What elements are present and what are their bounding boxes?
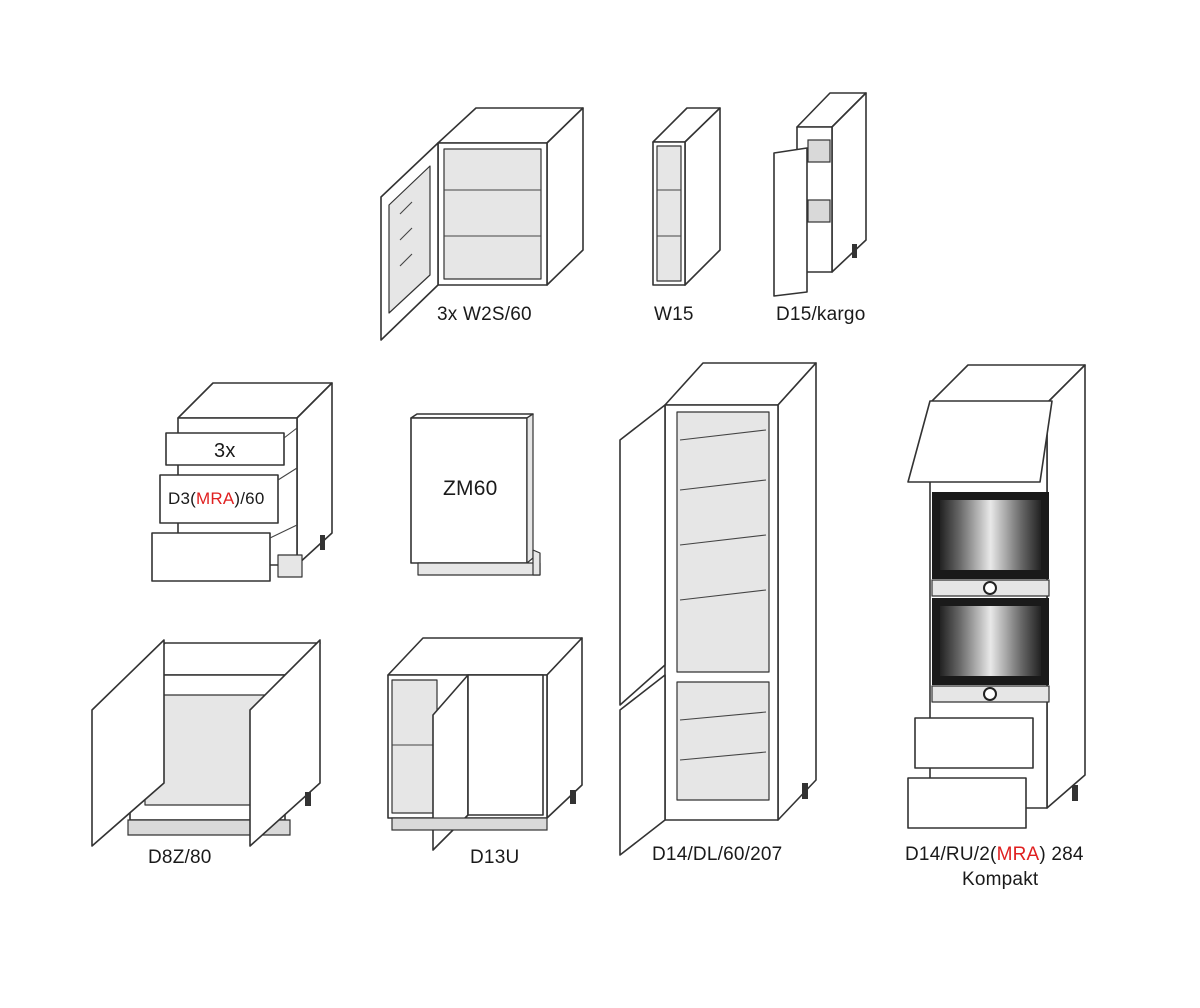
item-code: D8Z/80 [148,847,212,868]
d14-dl-tall-cabinet-drawing [619,362,817,856]
item-code: 3x W2S/60 [437,304,532,325]
item-label-d8z80: D8Z/80 [148,847,212,869]
item-code: D15/kargo [776,304,866,325]
item-code-highlight: MRA [996,844,1040,865]
d8z80-sink-cabinet-drawing [91,639,321,847]
item-label-d14-ru: D14/RU/2(MRA) 284 [905,844,1084,866]
item-code: W15 [654,304,694,325]
zm60-panel-drawing [410,413,541,576]
item-code-suffix: )/60 [234,489,265,508]
item-code-highlight: MRA [196,489,235,508]
w15-shelf-drawing [652,107,721,286]
item-label-d3: D3(MRA)/60 [168,489,264,509]
item-label-d14-dl: D14/DL/60/207 [652,844,782,866]
item-label-d13u: D13U [470,847,519,869]
item-label-w15: W15 [654,304,694,326]
item-code: D14/DL/60/207 [652,844,783,865]
item-label-d15-kargo: D15/kargo [776,304,865,326]
d3-drawer-cabinet-drawing [151,382,333,582]
d3-quantity-badge: 3x [214,440,236,462]
item-label-d14-ru-line2: Kompakt [962,869,1039,890]
item-code: ZM60 [443,477,498,500]
item-code-suffix: ) 284 [1039,844,1084,865]
item-code-prefix: D14/RU/2( [905,844,997,865]
item-label-zm60: ZM60 [443,477,497,501]
d15-kargo-drawing [773,92,867,297]
d14-ru-oven-tall-cabinet-drawing [907,364,1086,829]
item-code-prefix: D3( [168,489,196,508]
item-label-w2s60: 3x W2S/60 [437,304,532,326]
item-code: D13U [470,847,520,868]
d13u-corner-cabinet-drawing [387,637,583,851]
w2s60-cabinet-drawing [380,107,584,341]
